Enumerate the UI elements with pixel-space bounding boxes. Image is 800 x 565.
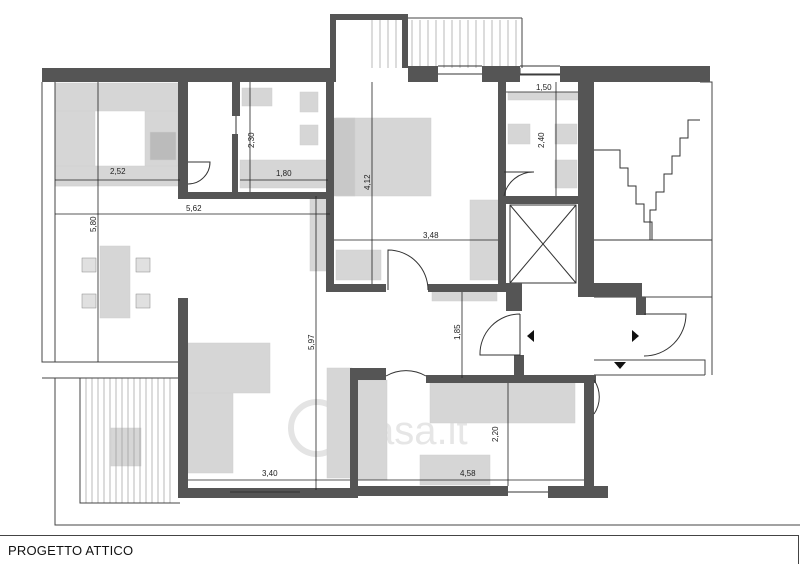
dim-room2-height: 2,20	[491, 426, 500, 442]
wall-top-left	[42, 68, 332, 82]
kitchen-counter-top	[54, 82, 181, 112]
wall-bottom-right	[358, 486, 508, 496]
bath2-counter	[507, 91, 581, 101]
door-bedroom	[387, 249, 429, 291]
single-bed	[429, 382, 576, 424]
wall-stair-left	[578, 82, 594, 292]
wall-room2-top-left	[350, 368, 386, 380]
doors	[187, 116, 687, 415]
dim-bath2-height: 2,40	[537, 132, 546, 148]
dim-room2-width: 4,58	[460, 469, 476, 478]
wall-room2-top	[426, 375, 596, 383]
dim-bedroom-depth: 4,12	[363, 174, 372, 190]
dim-kitchen-width: 2,52	[110, 167, 126, 176]
wall-bedroom-bottom-left	[334, 284, 386, 292]
desk-unit	[356, 379, 388, 481]
dim-hall-height: 1,85	[453, 324, 462, 340]
wall-top-mid	[408, 66, 438, 82]
dim-bath1-width: 1,80	[276, 169, 292, 178]
sofa-side	[187, 392, 234, 474]
door-room2	[385, 370, 427, 377]
bath1-shower	[239, 159, 331, 189]
wall-bedroom-bottom-right	[428, 284, 500, 292]
bath2-shower	[554, 159, 578, 189]
dim-bath2-width: 1,50	[536, 83, 552, 92]
wall-kitchen-right	[178, 82, 188, 192]
bath2-toilet	[507, 123, 531, 145]
chair	[81, 257, 97, 273]
sofa-back	[187, 342, 271, 394]
wall-elevator-bottom	[506, 283, 522, 311]
door-room2-side	[593, 379, 600, 415]
dim-living-depth: 5,80	[89, 216, 98, 232]
wall-bath2-bottom	[498, 196, 584, 204]
bath1-toilet	[299, 91, 319, 113]
dimension-labels: 2,52 5,80 5,62 2,30 1,80 4,12 3,48 1,50 …	[89, 83, 552, 478]
wall-landing	[578, 283, 642, 297]
staircase	[594, 119, 712, 298]
wall-bedroom-left	[326, 82, 334, 292]
wall-terrace-top	[330, 14, 408, 20]
plan-title: PROGETTO ATTICO	[8, 543, 134, 558]
wall-terrace-left	[330, 14, 336, 82]
dim-bedroom-width: 3,48	[423, 231, 439, 240]
wall-bottom-left	[178, 488, 308, 498]
dim-salon-width: 3,40	[262, 469, 278, 478]
dresser	[335, 249, 382, 281]
chair	[135, 293, 151, 309]
stair-left	[594, 149, 653, 240]
arrow-down-icon	[614, 362, 626, 369]
wall-bath1-left	[232, 82, 240, 116]
walls	[42, 14, 710, 498]
door-entrance	[643, 313, 687, 357]
door-bath2	[503, 171, 535, 197]
dim-salon-depth: 5,97	[307, 334, 316, 350]
wall-room2-right	[584, 375, 594, 497]
chair	[81, 293, 97, 309]
chair	[135, 257, 151, 273]
dim-bath1-height: 2,30	[247, 132, 256, 148]
study-desk	[419, 454, 491, 486]
arrow-left-icon	[527, 330, 534, 342]
wall-bedroom-right	[498, 82, 506, 292]
arrow-right-icon	[632, 330, 639, 342]
wall-bottom-right2	[548, 486, 608, 498]
wall-bath1-bottom	[178, 192, 330, 199]
wall-door-jamb	[636, 297, 646, 315]
bath1-sink	[241, 87, 273, 107]
elevator	[509, 204, 577, 284]
built-in-cabinet	[326, 367, 353, 479]
stair-right	[649, 119, 700, 240]
wall-bath1-left-lower	[232, 134, 238, 192]
dim-living-width: 5,62	[186, 204, 202, 213]
windows	[230, 65, 560, 493]
door-hall	[479, 313, 521, 356]
door-kitchen	[187, 161, 211, 185]
wall-room2-left	[350, 368, 358, 488]
headboard	[332, 117, 356, 197]
arrows	[527, 330, 639, 369]
dining-table	[99, 245, 131, 319]
wall-living-left	[178, 298, 188, 498]
wall-terrace-right	[402, 14, 408, 68]
wall-bottom-mid	[308, 488, 358, 498]
bath2-bidet	[554, 123, 578, 145]
cooktop	[149, 131, 177, 161]
dimension-lines	[55, 82, 584, 490]
wall-hall-stub	[514, 355, 524, 383]
bath1-bidet	[299, 124, 319, 146]
wall-top-right	[560, 66, 710, 82]
terrace-table	[110, 427, 142, 467]
title-block: PROGETTO ATTICO	[0, 535, 799, 564]
wall-top-mid2	[482, 66, 520, 82]
